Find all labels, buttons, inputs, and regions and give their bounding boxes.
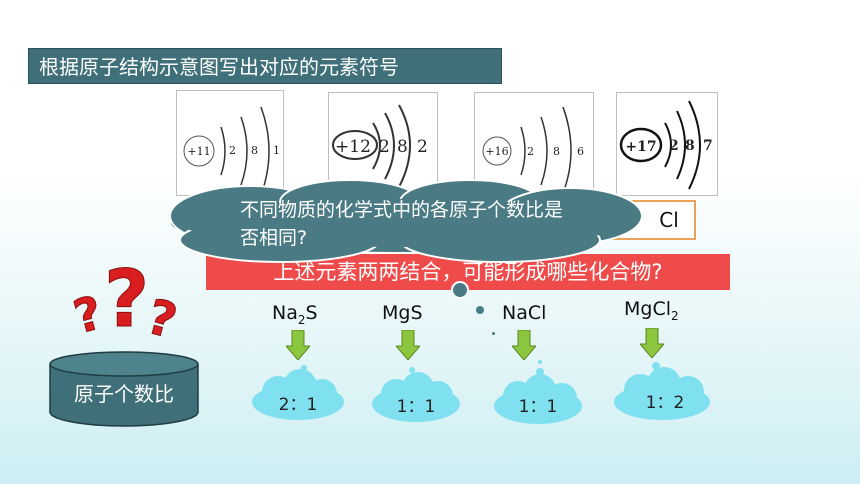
atom-4-shell-3: 7: [703, 138, 713, 154]
bubble-dot-small: [476, 306, 484, 314]
atom-1-shell-3: 1: [273, 144, 280, 157]
atom-2-shell-1: 2: [379, 137, 390, 157]
atom-3-shell-3: 6: [577, 145, 584, 158]
arrow-down-icon: [396, 330, 420, 360]
ratio-cloud-4: [614, 362, 710, 420]
atom-4-shell-2: 8: [685, 138, 695, 154]
compound-nacl: NaCl: [502, 302, 547, 324]
ratio-cloud-3: [494, 360, 582, 424]
atom-2-shell-3: 2: [417, 137, 428, 157]
atom-3-nucleus: +16: [485, 145, 508, 158]
ratio-cloud-1: [252, 365, 344, 420]
svg-text:?: ?: [70, 285, 108, 342]
atom-diagram-4: +17 2 8 7: [619, 100, 713, 190]
atom-1-nucleus: +11: [187, 145, 210, 158]
compound-na2s: Na2S: [272, 302, 318, 327]
atom-1-shell-2: 8: [251, 144, 258, 157]
element-symbol-cl: Cl: [659, 208, 679, 232]
arrow-down-icon: [512, 330, 536, 360]
arrow-down-icon: [640, 328, 664, 358]
svg-text:?: ?: [104, 255, 149, 342]
thought-bubble: [169, 179, 643, 299]
atom-card-2: +12 2 8 2: [328, 92, 438, 196]
atom-diagram-2: +12 2 8 2: [332, 104, 428, 188]
atom-4-shell-1: 2: [669, 138, 679, 154]
ratio-cylinder: [49, 351, 199, 427]
ratio-1: 2：1: [278, 395, 318, 415]
atom-1-shell-1: 2: [229, 144, 236, 157]
ratio-2: 1：1: [396, 397, 436, 417]
compound-mgs: MgS: [382, 302, 423, 324]
ratio-3: 1：1: [518, 397, 558, 417]
atom-3-shell-2: 8: [553, 145, 560, 158]
ratio-cloud-2: [372, 367, 460, 422]
question-marks-icon: ? ? ?: [70, 255, 183, 343]
atom-diagram-3: +16 2 8 6: [482, 106, 584, 194]
atom-card-3: +16 2 8 6: [474, 92, 594, 194]
compound-mgcl2: MgCl2: [624, 298, 679, 323]
ratio-4: 1：2: [645, 393, 685, 413]
cylinder-label: 原子个数比: [74, 382, 174, 406]
arrow-down-icon: [286, 330, 310, 360]
atom-2-shell-2: 8: [397, 137, 408, 157]
bubble-dot-tiny: [492, 332, 495, 335]
atom-4-nucleus: +17: [625, 139, 656, 155]
question-bar: 上述元素两两结合，可能形成哪些化合物?: [206, 254, 730, 290]
atom-2-nucleus: +12: [335, 137, 371, 157]
bubble-text: 不同物质的化学式中的各原子个数比是否相同?: [240, 199, 564, 249]
atom-card-1: +11 2 8 1: [176, 90, 284, 196]
slide-title: 根据原子结构示意图写出对应的元素符号: [28, 48, 502, 84]
atom-card-4: +17 2 8 7: [616, 92, 718, 196]
atom-3-shell-1: 2: [527, 145, 534, 158]
